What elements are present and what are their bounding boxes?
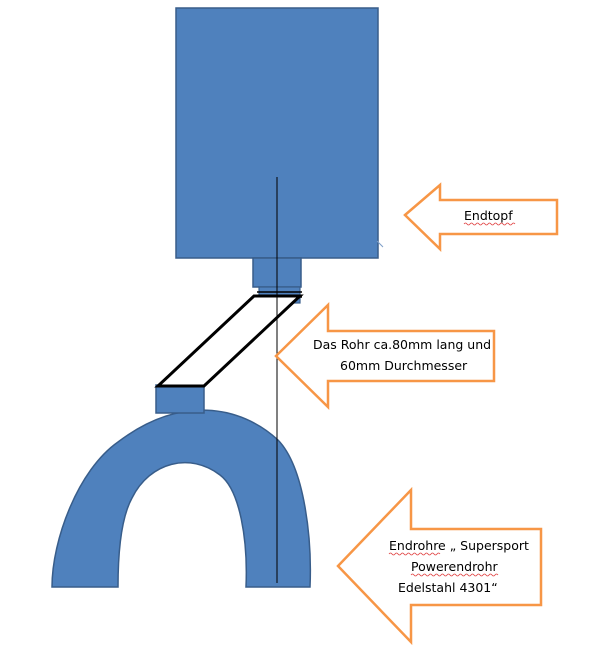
connecting-pipe bbox=[154, 294, 304, 388]
label-rohr-line1: Das Rohr ca.80mm lang und bbox=[313, 337, 491, 352]
arrow-rohr bbox=[274, 302, 496, 410]
arrow-endtopf bbox=[403, 182, 559, 252]
label-endrohre-line1: Endrohre „ Supersport bbox=[389, 538, 529, 553]
tailpipe-arch bbox=[51, 409, 312, 588]
spellcheck-endrohre bbox=[388, 552, 441, 556]
arrow-endrohre bbox=[336, 486, 543, 646]
label-endrohre-line3: Edelstahl 4301“ bbox=[398, 580, 498, 595]
label-rohr-line2: 60mm Durchmesser bbox=[340, 358, 468, 373]
tailpipe-inlet-connector bbox=[155, 384, 205, 414]
spellcheck-endtopf bbox=[463, 222, 516, 226]
label-endrohre-line2: Powerendrohr bbox=[411, 559, 499, 574]
muffler-corner-mark bbox=[376, 240, 384, 248]
spellcheck-powerendrohr bbox=[410, 573, 499, 577]
label-endtopf: Endtopf bbox=[464, 208, 513, 223]
